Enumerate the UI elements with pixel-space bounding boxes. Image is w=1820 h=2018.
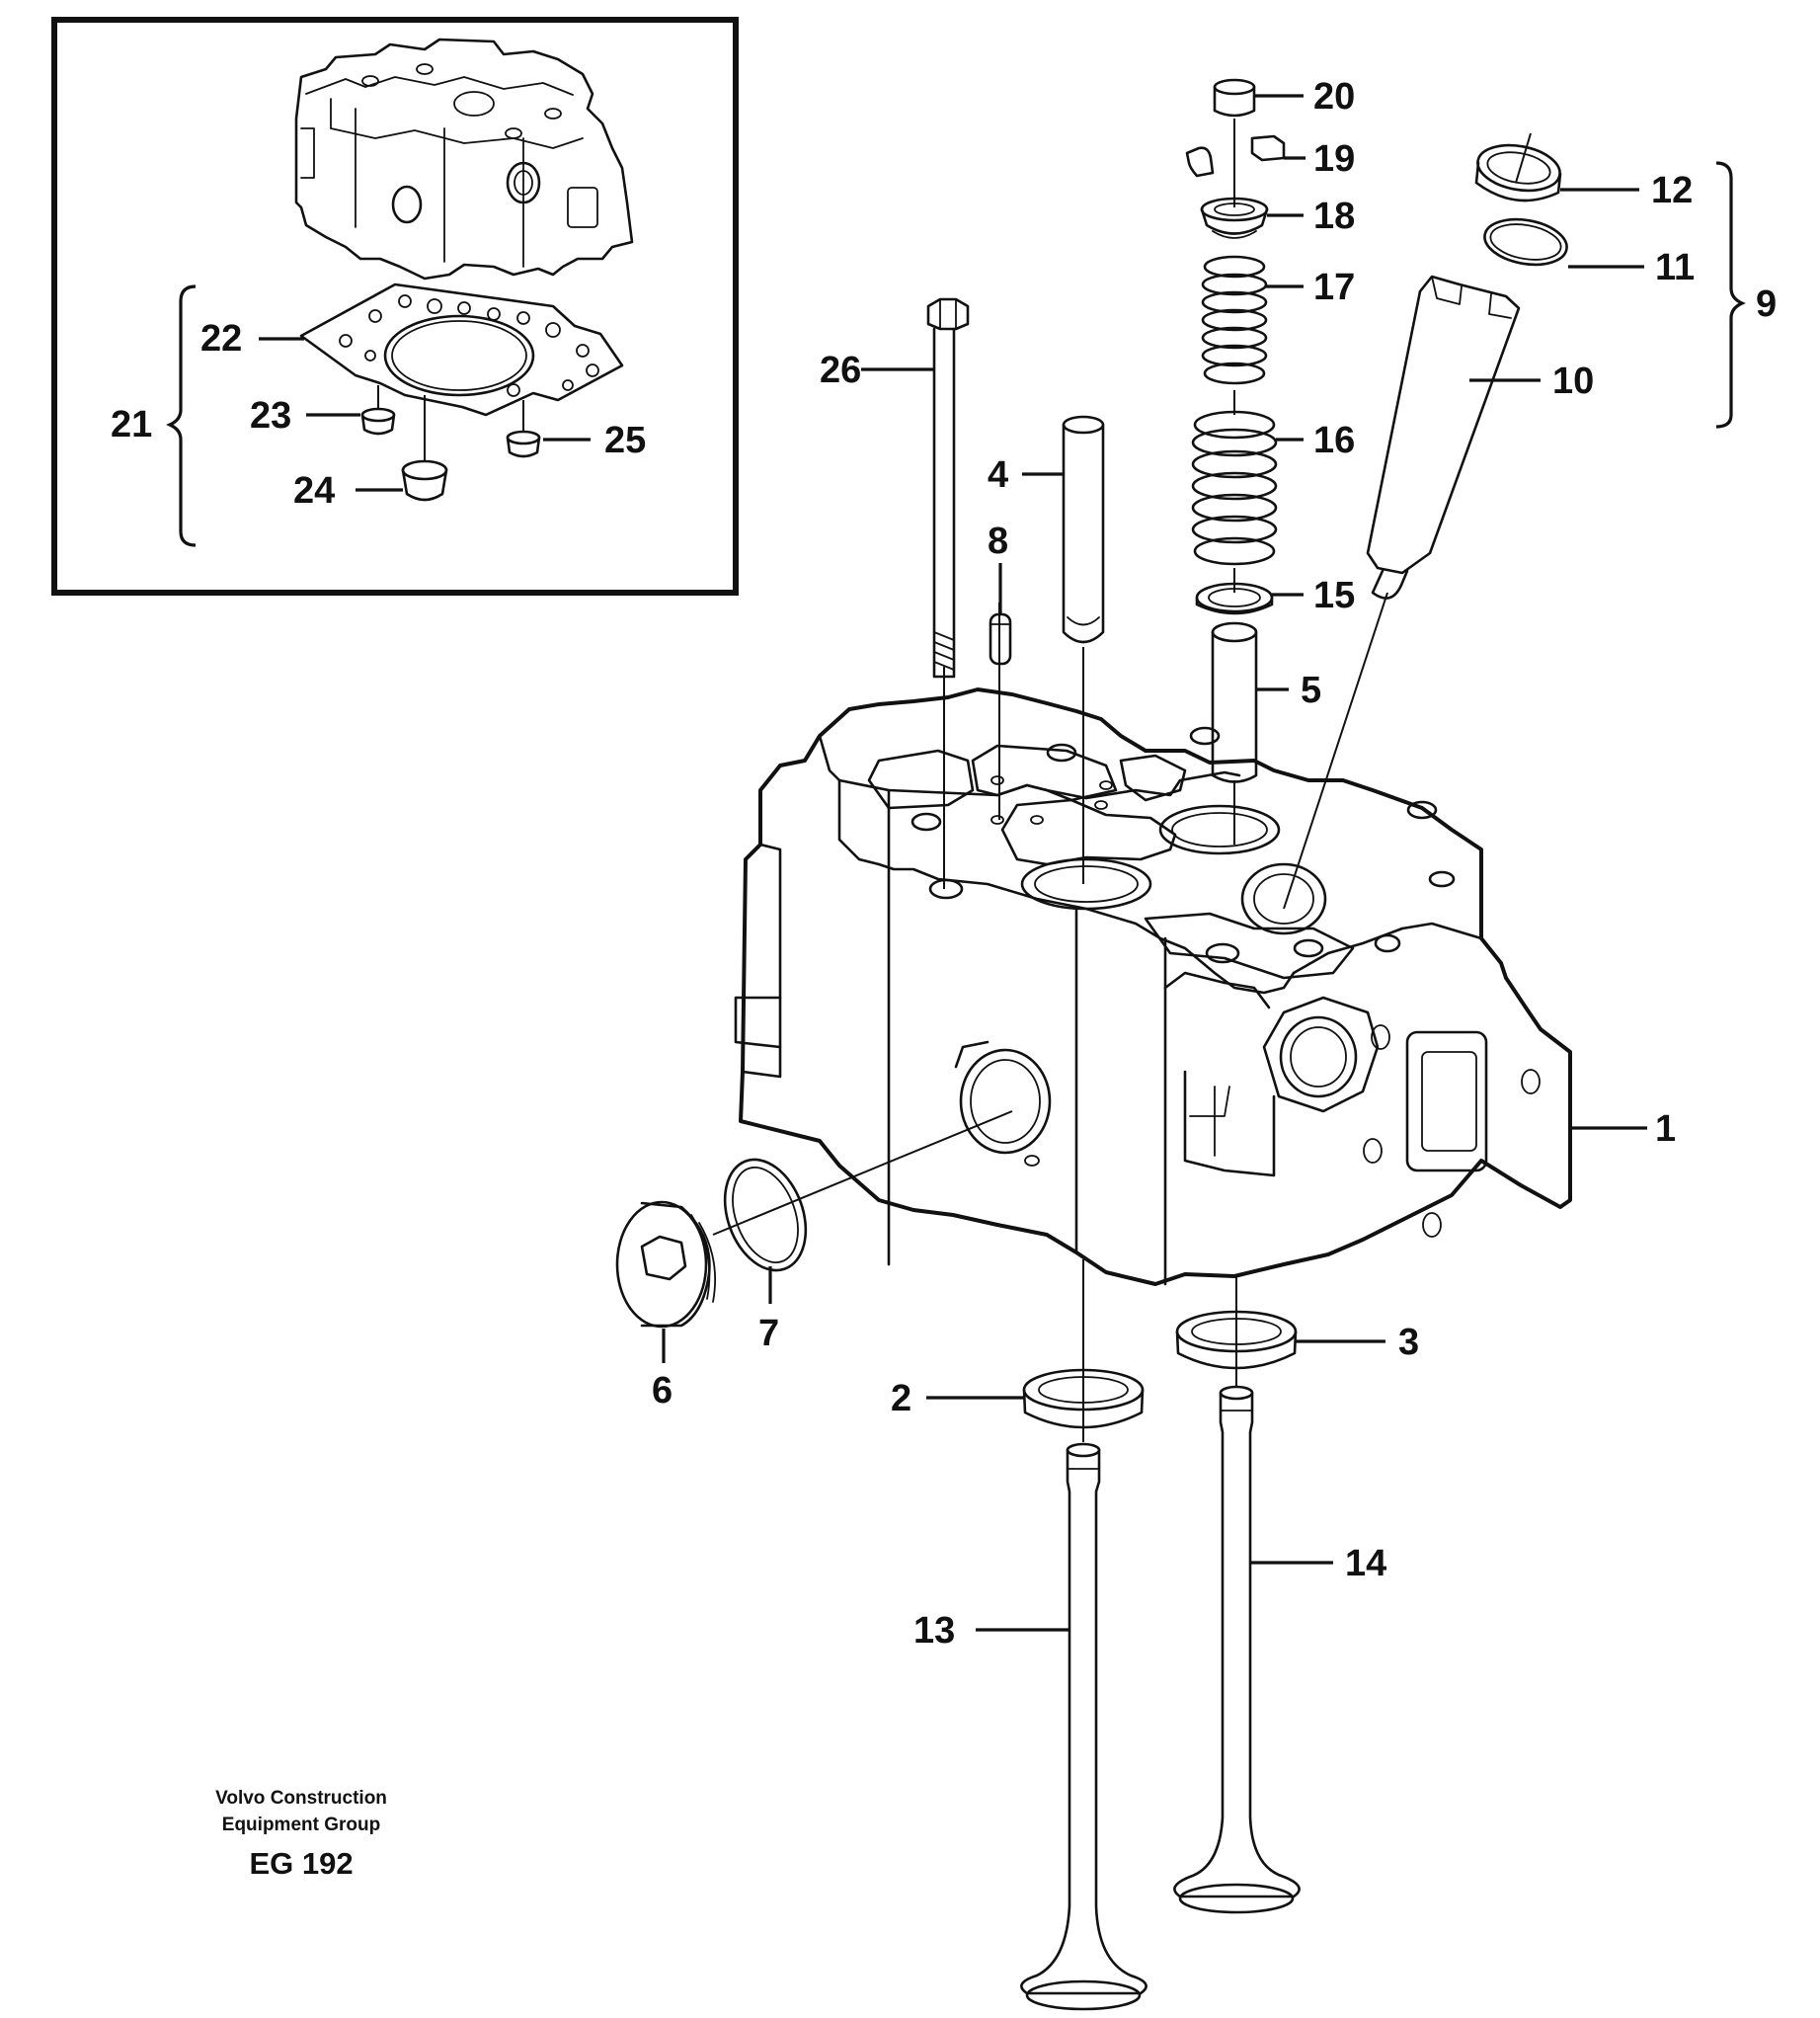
assembly-axes <box>712 119 1532 1442</box>
bracket-9 <box>1715 161 1746 429</box>
bracket-21 <box>166 284 197 547</box>
valve-14 <box>1173 1385 1301 1914</box>
valve-seat-3 <box>1175 1310 1298 1370</box>
threaded-plug-6 <box>615 1200 716 1329</box>
callout-17: 17 <box>1313 267 1355 308</box>
callout-7: 7 <box>758 1313 779 1354</box>
spring-seat-15 <box>1195 582 1274 615</box>
inset-head-gasket <box>299 283 624 417</box>
valve-cap-20 <box>1213 78 1256 118</box>
cylinder-head <box>734 687 1572 1286</box>
valve-13 <box>1020 1442 1147 2011</box>
callout-8: 8 <box>988 521 1008 562</box>
injector-sleeve-10 <box>1366 275 1521 600</box>
seal-ring-12 <box>1474 143 1562 202</box>
callout-12: 12 <box>1651 170 1693 211</box>
inset-cylinder-head <box>294 38 634 281</box>
inset-panel <box>51 17 739 596</box>
callout-11: 11 <box>1655 247 1695 288</box>
valve-seat-2 <box>1022 1368 1145 1429</box>
footer-company-line-1: Volvo Construction <box>215 1788 387 1809</box>
callout-4: 4 <box>988 454 1008 496</box>
callout-20: 20 <box>1313 76 1355 118</box>
inner-valve-spring-17 <box>1201 255 1268 385</box>
spring-retainer-18 <box>1200 197 1269 239</box>
inset-grommet-23 <box>360 407 396 436</box>
o-ring-7 <box>723 1158 808 1272</box>
valve-guide-4 <box>1062 415 1105 644</box>
callout-21: 21 <box>111 404 152 445</box>
bolt-26 <box>926 297 970 679</box>
footer-figure-code: EG 192 <box>249 1846 353 1881</box>
leader-lines <box>662 94 1647 1632</box>
callout-10: 10 <box>1552 361 1594 402</box>
inset-grommet-24 <box>401 459 448 502</box>
callout-16: 16 <box>1313 420 1355 461</box>
callout-18: 18 <box>1313 196 1355 237</box>
callout-15: 15 <box>1313 575 1355 616</box>
callout-1: 1 <box>1655 1108 1676 1150</box>
callout-5: 5 <box>1301 670 1321 711</box>
callout-22: 22 <box>200 318 242 360</box>
callout-19: 19 <box>1313 138 1355 180</box>
callout-14: 14 <box>1345 1543 1386 1584</box>
valve-guide-5 <box>1211 621 1258 783</box>
footer-company-line-2: Equipment Group <box>222 1815 380 1835</box>
outer-valve-spring-16 <box>1191 410 1278 566</box>
callout-numbers: 1 2 3 4 5 6 7 8 9 10 11 12 13 14 15 16 1… <box>111 76 1777 1652</box>
inset-grommet-25 <box>506 430 541 458</box>
callout-3: 3 <box>1398 1322 1419 1363</box>
inset-frame <box>51 17 739 596</box>
o-ring-11 <box>1483 217 1568 267</box>
callout-6: 6 <box>652 1370 673 1412</box>
callout-26: 26 <box>820 350 861 391</box>
callout-24: 24 <box>293 470 335 512</box>
callout-23: 23 <box>250 395 291 437</box>
callout-13: 13 <box>913 1610 955 1652</box>
callout-9: 9 <box>1756 283 1777 325</box>
callout-25: 25 <box>604 420 646 461</box>
footer: Volvo Construction Equipment Group EG 19… <box>215 1788 387 1881</box>
callout-2: 2 <box>891 1378 911 1419</box>
